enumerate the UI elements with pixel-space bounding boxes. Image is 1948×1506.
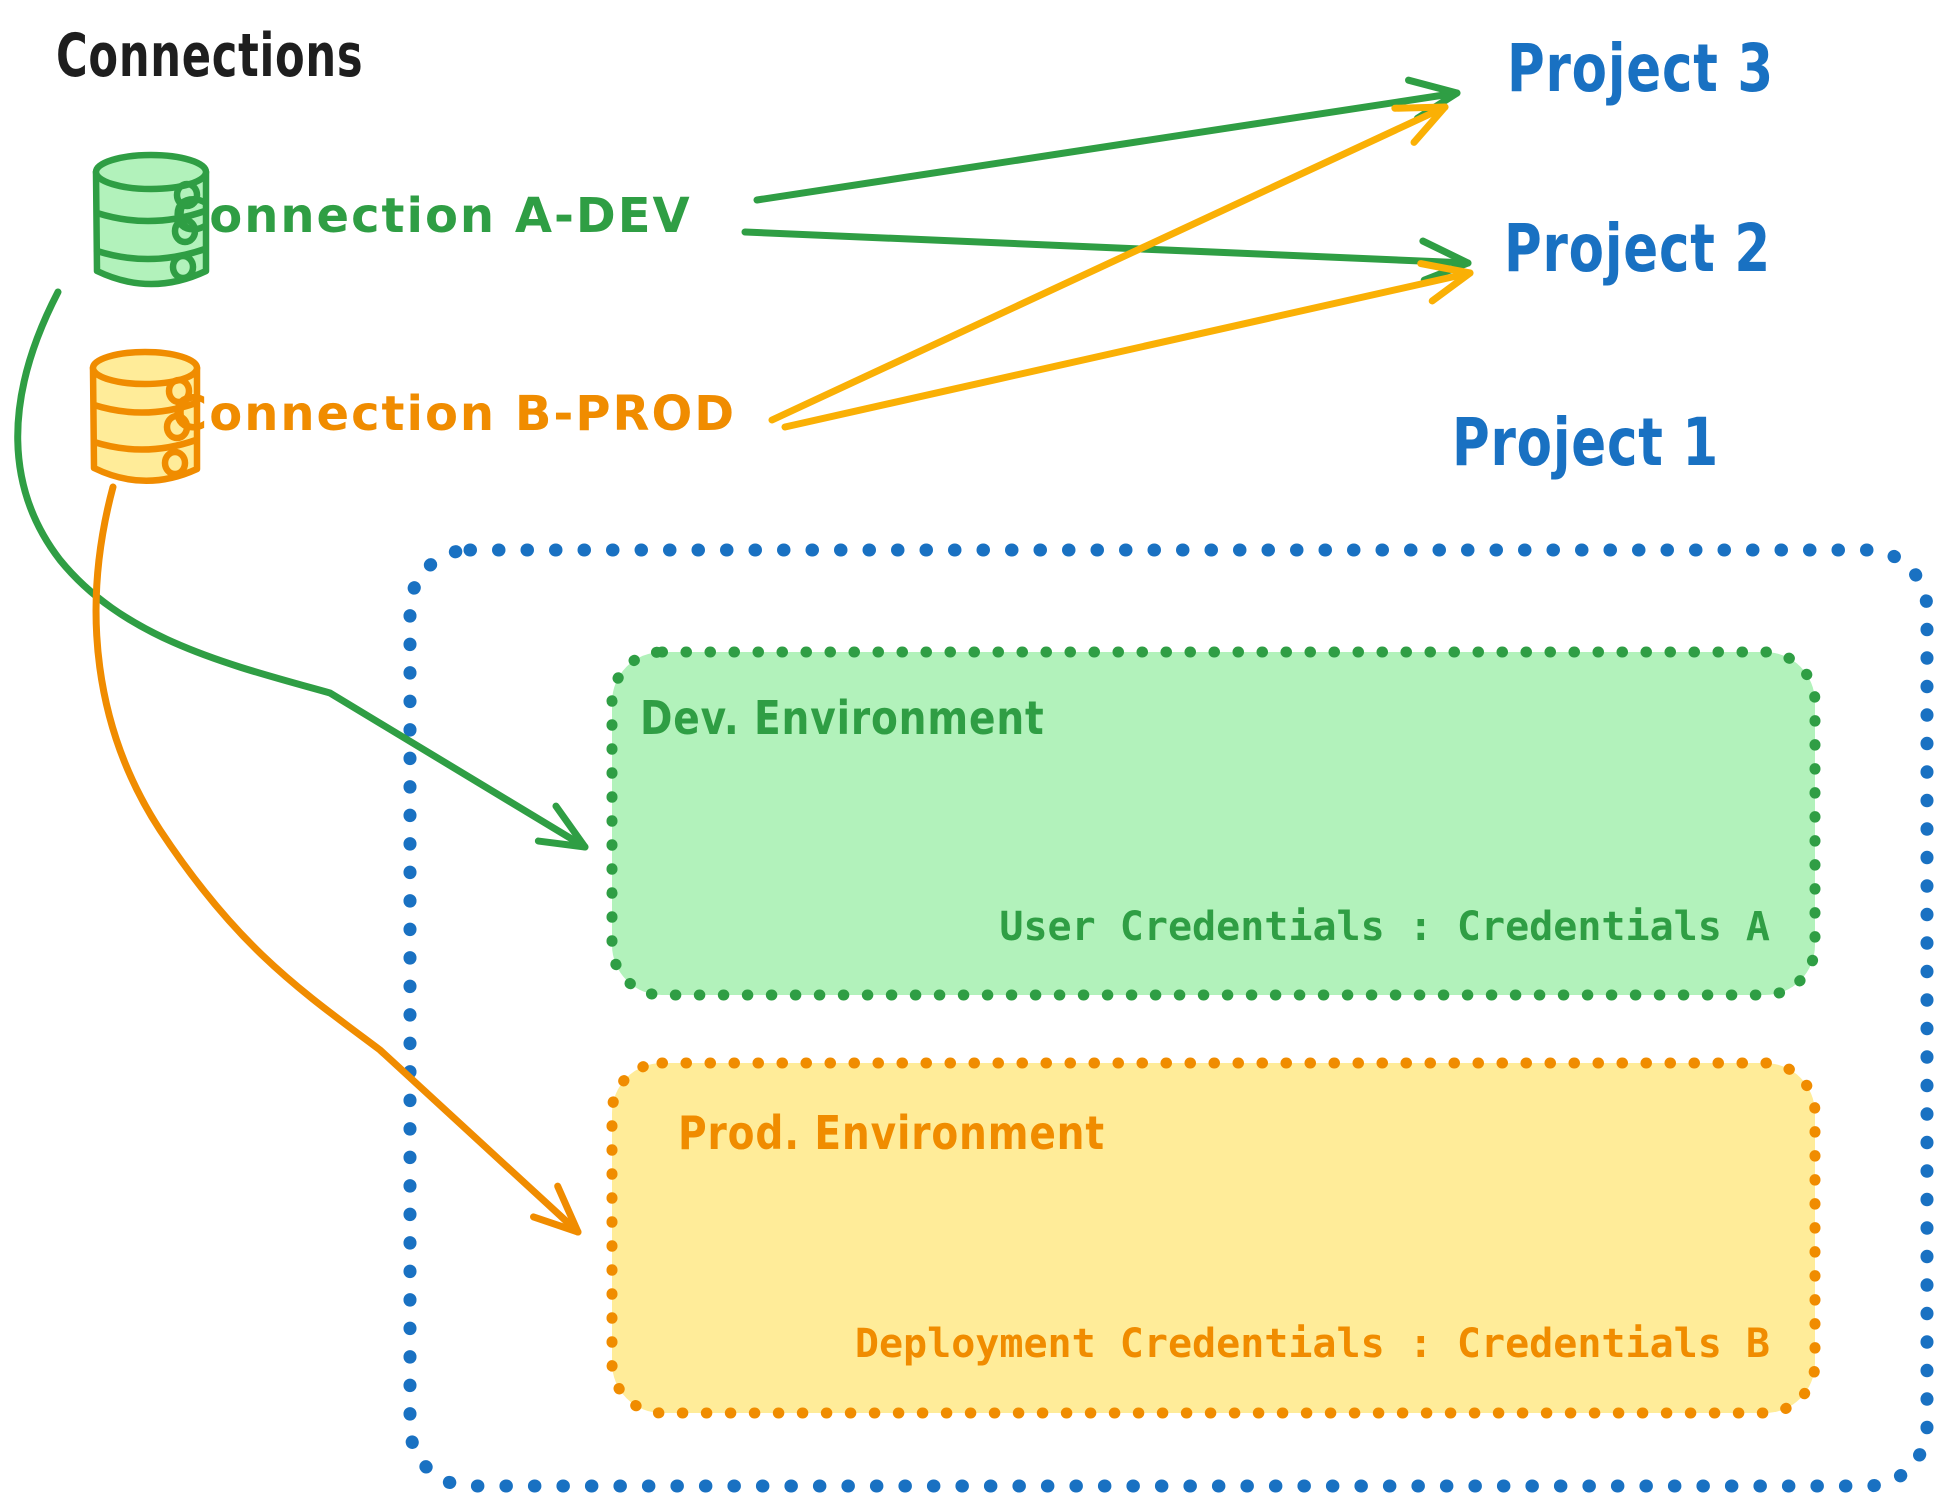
project-1-label: Project 1 — [1452, 404, 1719, 481]
project1-container-box — [403, 543, 1934, 1493]
prod-environment-title: Prod. Environment — [678, 1106, 1105, 1160]
arrow-bprod-to-project3 — [768, 103, 1449, 424]
page-title: Connections — [56, 21, 364, 91]
project-3-label: Project 3 — [1507, 30, 1774, 107]
arrow-bprod-to-prod-environment — [92, 483, 582, 1236]
arrow-bprod-to-project2 — [781, 260, 1474, 431]
dev-environment-title: Dev. Environment — [640, 691, 1045, 745]
dev-environment-box — [606, 646, 1821, 1001]
connection-a-dev-label: Connection A-DEV — [172, 188, 692, 244]
database-icon-a-dev — [92, 151, 210, 288]
arrow-adev-to-project2 — [741, 228, 1472, 284]
project-2-label: Project 2 — [1504, 210, 1771, 287]
prod-environment-credentials: Deployment Credentials : Credentials B — [854, 1321, 1770, 1367]
prod-environment-box — [606, 1057, 1821, 1419]
connection-b-prod-label: Connection B-PROD — [172, 386, 737, 442]
database-icon-b-prod — [89, 348, 201, 484]
arrow-adev-to-project3 — [753, 76, 1461, 204]
dev-environment-credentials: User Credentials : Credentials A — [999, 904, 1770, 950]
arrow-adev-to-dev-environment — [14, 288, 589, 851]
